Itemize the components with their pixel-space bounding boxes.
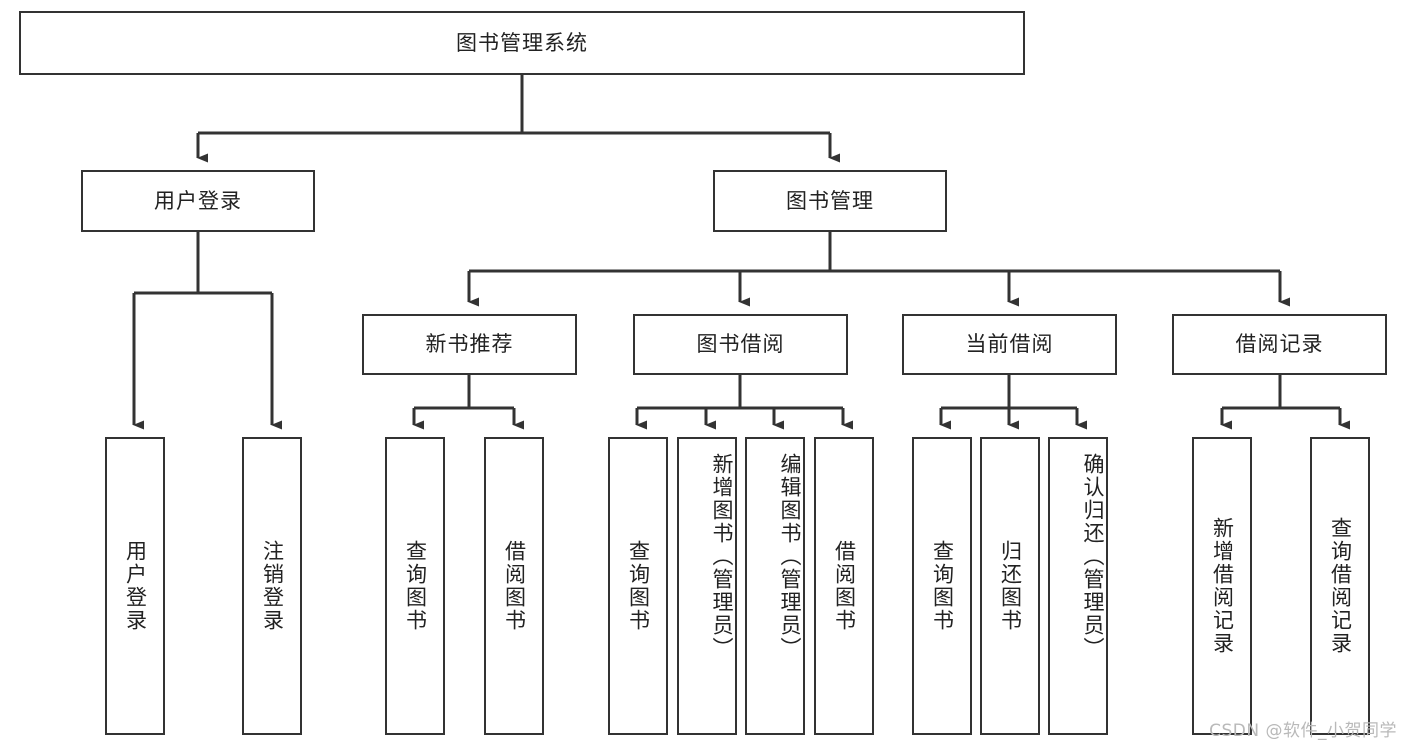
- node-label: 查询图书: [626, 540, 651, 632]
- node-leaf-query-book-borrow[interactable]: 查询图书: [608, 437, 668, 735]
- csdn-watermark: CSDN @软件_小贺同学: [1209, 721, 1397, 741]
- node-label: 用户登录: [123, 540, 148, 632]
- node-label: 新书推荐: [425, 332, 514, 357]
- node-leaf-borrow-book-recommend[interactable]: 借阅图书: [484, 437, 544, 735]
- node-book-management[interactable]: 图书管理: [713, 170, 947, 232]
- node-leaf-return-book[interactable]: 归还图书: [980, 437, 1040, 735]
- node-label: 图书管理: [786, 188, 874, 213]
- node-new-book-recommend[interactable]: 新书推荐: [362, 314, 577, 375]
- node-label: 归还图书: [998, 540, 1023, 632]
- node-label: 用户登录: [154, 188, 242, 213]
- node-leaf-borrow-book[interactable]: 借阅图书: [814, 437, 874, 735]
- node-leaf-logout[interactable]: 注销登录: [242, 437, 302, 735]
- node-label: 查询借阅记录: [1328, 517, 1353, 655]
- node-label: 借阅图书: [832, 540, 857, 632]
- node-label: 图书借阅: [696, 332, 785, 357]
- node-leaf-add-borrow-record[interactable]: 新增借阅记录: [1192, 437, 1252, 735]
- node-label: 借阅记录: [1235, 332, 1324, 357]
- node-book-borrow[interactable]: 图书借阅: [633, 314, 848, 375]
- node-leaf-confirm-return-admin[interactable]: 确认归还（管理员）: [1048, 437, 1108, 735]
- node-leaf-query-book-recommend[interactable]: 查询图书: [385, 437, 445, 735]
- node-leaf-add-book-admin[interactable]: 新增图书（管理员）: [677, 437, 737, 735]
- node-user-login[interactable]: 用户登录: [81, 170, 315, 232]
- node-label: 查询图书: [930, 540, 955, 632]
- node-borrow-record[interactable]: 借阅记录: [1172, 314, 1387, 375]
- node-leaf-query-borrow-record[interactable]: 查询借阅记录: [1310, 437, 1370, 735]
- node-leaf-query-book-current[interactable]: 查询图书: [912, 437, 972, 735]
- node-current-borrow[interactable]: 当前借阅: [902, 314, 1117, 375]
- node-label: 图书管理系统: [456, 30, 588, 55]
- node-root-book-management-system[interactable]: 图书管理系统: [19, 11, 1025, 75]
- node-label: 注销登录: [260, 540, 285, 632]
- node-label: 编辑图书（管理员）: [778, 453, 802, 660]
- node-label: 当前借阅: [965, 332, 1054, 357]
- node-leaf-edit-book-admin[interactable]: 编辑图书（管理员）: [745, 437, 805, 735]
- node-label: 查询图书: [403, 540, 428, 632]
- node-label: 新增借阅记录: [1210, 517, 1235, 655]
- node-label: 新增图书（管理员）: [710, 453, 734, 660]
- node-label: 借阅图书: [502, 540, 527, 632]
- node-leaf-user-login[interactable]: 用户登录: [105, 437, 165, 735]
- node-label: 确认归还（管理员）: [1081, 453, 1105, 660]
